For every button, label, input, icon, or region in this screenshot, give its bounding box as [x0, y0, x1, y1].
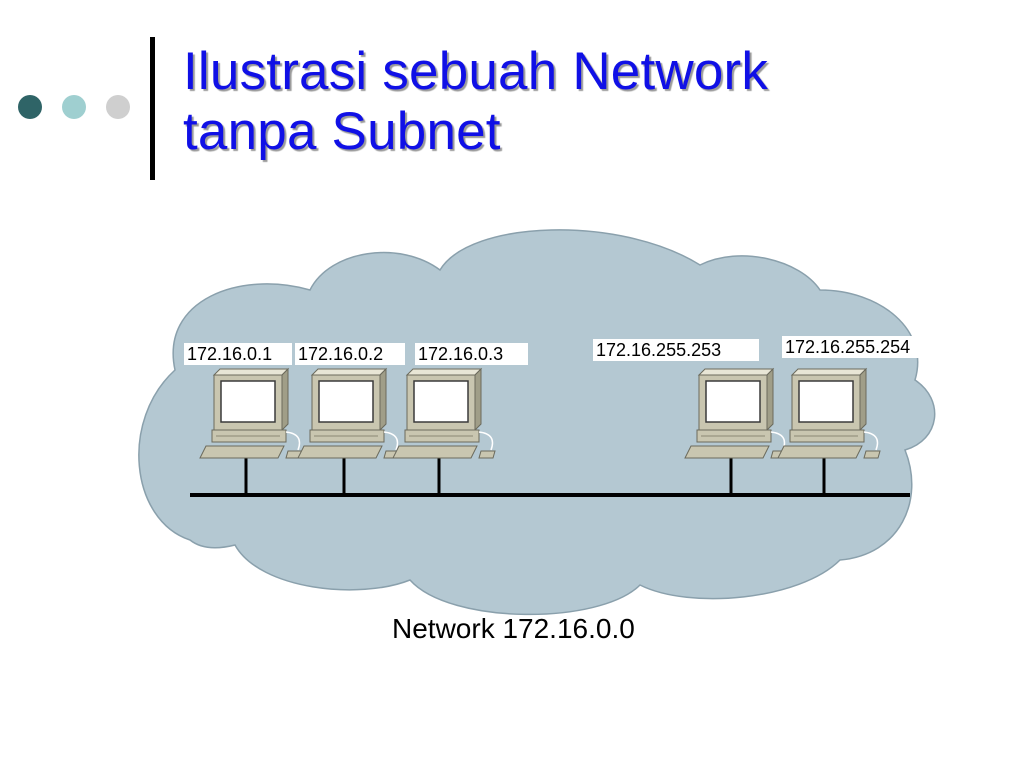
monitor-screen	[318, 380, 374, 423]
computer-icon	[392, 367, 496, 459]
dot-dark	[18, 95, 42, 119]
svg-text:172.16.255.253: 172.16.255.253	[596, 340, 721, 360]
keyboard-icon	[199, 445, 285, 459]
monitor-screen	[798, 380, 854, 423]
slide-title: Ilustrasi sebuah Network tanpa Subnet	[183, 42, 768, 162]
computer-icon	[777, 367, 881, 459]
title-line-1: Ilustrasi sebuah Network	[183, 42, 769, 101]
title-divider	[150, 37, 155, 180]
mouse-icon	[863, 450, 881, 459]
host-ip-label: 172.16.255.254	[782, 336, 942, 358]
keyboard-icon	[684, 445, 770, 459]
title-line-2: tanpa Subnet	[183, 102, 501, 161]
host-ip-label: 172.16.0.2	[295, 343, 405, 365]
computer-icon	[297, 367, 401, 459]
svg-text:172.16.0.2: 172.16.0.2	[298, 344, 383, 364]
host-ip-label: 172.16.255.253	[593, 339, 759, 361]
computer-icon	[684, 367, 788, 459]
dot-light	[62, 95, 86, 119]
monitor-screen	[705, 380, 761, 423]
computer-icon	[199, 367, 303, 459]
svg-text:172.16.255.254: 172.16.255.254	[785, 337, 910, 357]
svg-text:172.16.0.1: 172.16.0.1	[187, 344, 272, 364]
keyboard-icon	[777, 445, 863, 459]
svg-text:172.16.0.3: 172.16.0.3	[418, 344, 503, 364]
keyboard-icon	[392, 445, 478, 459]
bullet-dots	[18, 95, 138, 121]
keyboard-icon	[297, 445, 383, 459]
dot-gray	[106, 95, 130, 119]
host-ip-label: 172.16.0.3	[415, 343, 528, 365]
host-ip-label: 172.16.0.1	[184, 343, 292, 365]
network-label: Network 172.16.0.0	[392, 613, 635, 644]
mouse-icon	[478, 450, 496, 459]
monitor-screen	[413, 380, 469, 423]
monitor-screen	[220, 380, 276, 423]
